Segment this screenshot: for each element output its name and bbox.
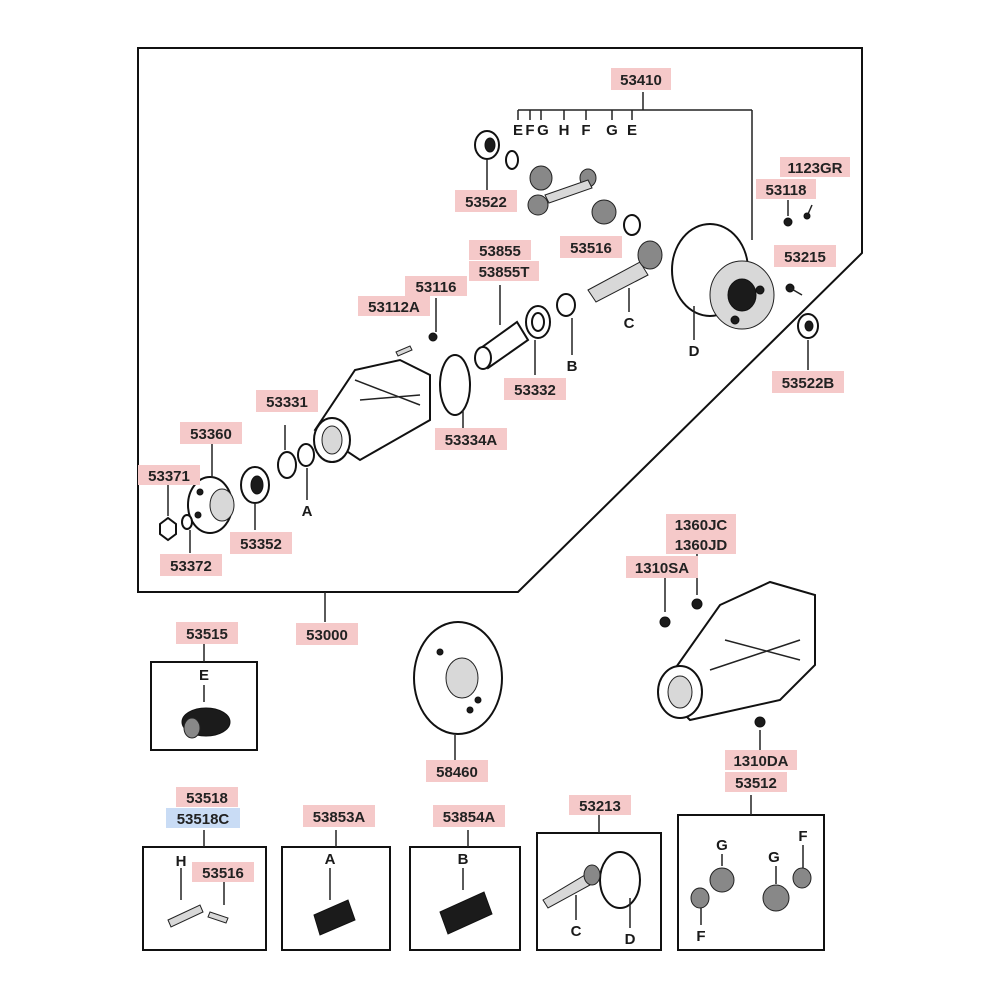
ref-letter-g: G <box>537 122 549 139</box>
part-label-53853a[interactable]: 53853A <box>313 809 366 826</box>
nut-53371 <box>159 514 193 542</box>
part-label-53410[interactable]: 53410 <box>620 72 662 89</box>
box-53213 <box>536 832 662 951</box>
part-label-53215[interactable]: 53215 <box>784 249 826 266</box>
part-label-58460[interactable]: 58460 <box>436 764 478 781</box>
part-label-53518c[interactable]: 53518C <box>177 811 230 828</box>
ref-letter-g: G <box>716 837 728 854</box>
part-label-53372[interactable]: 53372 <box>170 558 212 575</box>
ref-letter-d: D <box>689 343 700 360</box>
part-label-53352[interactable]: 53352 <box>240 536 282 553</box>
part-label-53118[interactable]: 53118 <box>766 182 807 199</box>
part-label-53334a[interactable]: 53334A <box>445 432 498 449</box>
part-label-53112a[interactable]: 53112A <box>368 299 420 316</box>
ref-letter-b: B <box>567 358 578 375</box>
backing-plate-58460 <box>413 621 503 735</box>
drive-pinion <box>587 240 663 303</box>
part-label-53522[interactable]: 53522 <box>465 194 507 211</box>
label-bg-53518c <box>166 808 240 828</box>
part-label-1360jc[interactable]: 1360JC <box>675 517 728 534</box>
diff-housing <box>313 358 431 463</box>
part-label-53360[interactable]: 53360 <box>190 426 232 443</box>
part-label-53515[interactable]: 53515 <box>186 626 228 643</box>
coil-bearing-e <box>181 707 231 739</box>
part-label-53116[interactable]: 53116 <box>416 279 457 296</box>
part-label-53855[interactable]: 53855 <box>479 243 521 260</box>
ref-letter-f: F <box>798 828 807 845</box>
ref-letter-e: E <box>513 122 523 139</box>
part-label-1310da[interactable]: 1310DA <box>733 753 788 770</box>
bearing-a <box>240 443 315 504</box>
part-label-53213[interactable]: 53213 <box>579 798 621 815</box>
part-label-53332[interactable]: 53332 <box>514 382 556 399</box>
bearing-a-part <box>313 899 356 936</box>
ref-letter-f: F <box>581 122 590 139</box>
ref-letter-e: E <box>627 122 637 139</box>
ref-letter-f: F <box>525 122 534 139</box>
diff-gears <box>690 867 812 912</box>
washer-53522 <box>474 130 500 190</box>
ref-letter-e: E <box>199 667 209 684</box>
label-backgrounds <box>138 68 850 882</box>
part-label-1360jd[interactable]: 1360JD <box>675 537 728 554</box>
part-label-1310sa[interactable]: 1310SA <box>635 560 689 577</box>
shaft-h <box>167 904 229 928</box>
part-label-53371[interactable]: 53371 <box>148 468 190 485</box>
part-label-53854a[interactable]: 53854A <box>443 809 496 826</box>
part-label-53512[interactable]: 53512 <box>735 775 777 792</box>
ref-letter-a: A <box>325 851 336 868</box>
part-label-53331[interactable]: 53331 <box>266 394 308 411</box>
part-label-1123gr[interactable]: 1123GR <box>787 160 842 177</box>
part-label-53855t[interactable]: 53855T <box>479 264 530 281</box>
part-label-53516-box[interactable]: 53516 <box>202 865 244 882</box>
ref-letter-c: C <box>571 923 582 940</box>
ref-letter-h: H <box>559 122 570 139</box>
bolt-53215 <box>785 283 803 296</box>
bearing-53332 <box>525 305 551 339</box>
part-label-53522b[interactable]: 53522B <box>782 375 835 392</box>
ref-letter-h: H <box>176 853 187 870</box>
part-label-53000[interactable]: 53000 <box>306 627 348 644</box>
washer-e <box>505 150 641 236</box>
box-53854a <box>409 846 521 951</box>
carrier-case <box>657 580 816 722</box>
part-label-53518[interactable]: 53518 <box>186 790 228 807</box>
ref-letter-f: F <box>696 928 705 945</box>
ref-letter-g: G <box>606 122 618 139</box>
ref-letter-b: B <box>458 851 469 868</box>
ref-letter-c: C <box>624 315 635 332</box>
part-label-53516-top[interactable]: 53516 <box>570 240 612 257</box>
pinion-gears <box>527 165 617 225</box>
pins <box>395 298 438 357</box>
flange-53360 <box>187 476 235 534</box>
bearing-b-part <box>439 891 493 935</box>
plug-53118 <box>783 200 813 227</box>
ref-letter-a: A <box>302 503 313 520</box>
spacer-53855 <box>474 320 530 370</box>
washer-53522b <box>797 313 819 370</box>
ring-pinion-set <box>542 851 641 909</box>
ref-letter-d: D <box>625 931 636 948</box>
ref-letter-g: G <box>768 849 780 866</box>
assembly-outline <box>137 47 863 593</box>
ring-gear-carrier <box>671 223 775 330</box>
box-53853a <box>281 846 391 951</box>
